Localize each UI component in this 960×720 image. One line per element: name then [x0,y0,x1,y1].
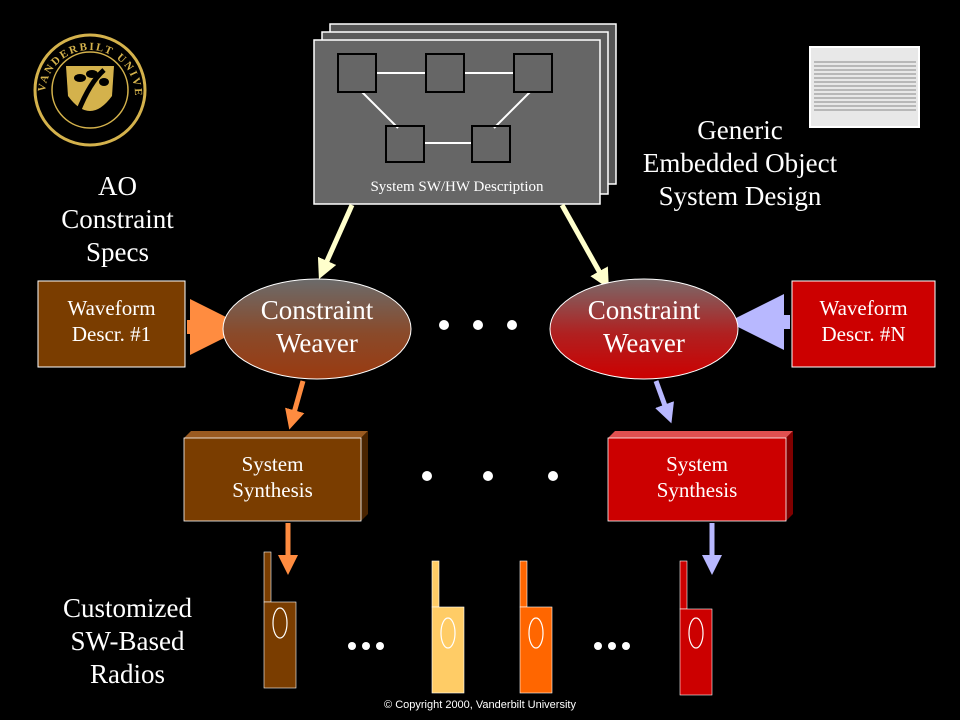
copyright-notice: © Copyright 2000, Vanderbilt University [384,699,576,711]
waveform-right-line2: Descr. #N [821,321,906,346]
weaver-left-line2: Weaver [276,327,358,358]
ao-title-line2: Constraint [61,203,174,234]
arrow-weaver-left-to-synthesis [285,380,306,430]
waveform-right-line1: Waveform [819,296,908,320]
isis-logo [809,46,920,128]
weaver-left-label: Constraint Weaver [228,294,406,360]
generic-title-line2: Embedded Object [642,147,838,178]
synthesis-right-line2: Synthesis [656,477,738,502]
synthesis-left-line1: System [241,452,304,476]
synthesis-right-label: System Synthesis [608,452,786,503]
weaver-ellipsis-dots [439,320,517,330]
system-description-panels [313,23,617,205]
system-graph [337,53,553,163]
generic-title-line3: System Design [658,180,822,211]
radio-red [679,560,713,696]
radios-title-line2: SW-Based [70,625,185,656]
arrow-description-to-weaver-left [317,203,355,280]
generic-title-line1: Generic [697,115,783,145]
ao-title-line3: Specs [86,236,149,267]
radio-brown [263,551,297,689]
weaver-right-ellipse [549,278,739,380]
waveform-right-label: Waveform Descr. #N [792,296,935,347]
system-description-caption: System SW/HW Description [370,179,544,195]
arrow-description-to-weaver-right [559,203,609,289]
waveform-right-box [791,280,936,368]
synthesis-left-box [183,431,368,522]
radio-light-orange [431,560,465,694]
radios-title-line3: Radios [89,658,165,689]
waveform-left-box [37,280,186,368]
synthesis-right-box [607,431,793,522]
synthesis-left-line2: Synthesis [232,477,313,502]
radio-ellipsis-left [348,642,384,650]
generic-title: Generic Embedded Object System Design [610,114,870,213]
weaver-left-line1: Constraint [260,295,374,325]
waveform-left-label: Waveform Descr. #1 [38,296,185,347]
waveform-left-line1: Waveform [67,296,156,320]
ao-title-line1: AO [98,171,137,201]
synthesis-left-label: System Synthesis [184,452,361,503]
vanderbilt-seal-logo: VANDERBILT UNIVERSITY [0,0,147,147]
weaver-right-line2: Weaver [603,327,685,358]
weaver-right-line1: Constraint [587,295,701,325]
ao-title: AO Constraint Specs [30,170,205,269]
synthesis-right-line1: System [666,452,728,476]
weaver-right-label: Constraint Weaver [555,294,733,360]
radios-title-line1: Customized [63,593,192,623]
weaver-left-ellipse [222,278,412,380]
waveform-left-line2: Descr. #1 [71,321,152,346]
arrow-weaver-right-to-synthesis [653,380,674,424]
synthesis-ellipsis-dots [422,471,558,481]
radios-title: Customized SW-Based Radios [30,592,225,691]
radio-orange [519,560,553,694]
radio-ellipsis-right [594,642,630,650]
